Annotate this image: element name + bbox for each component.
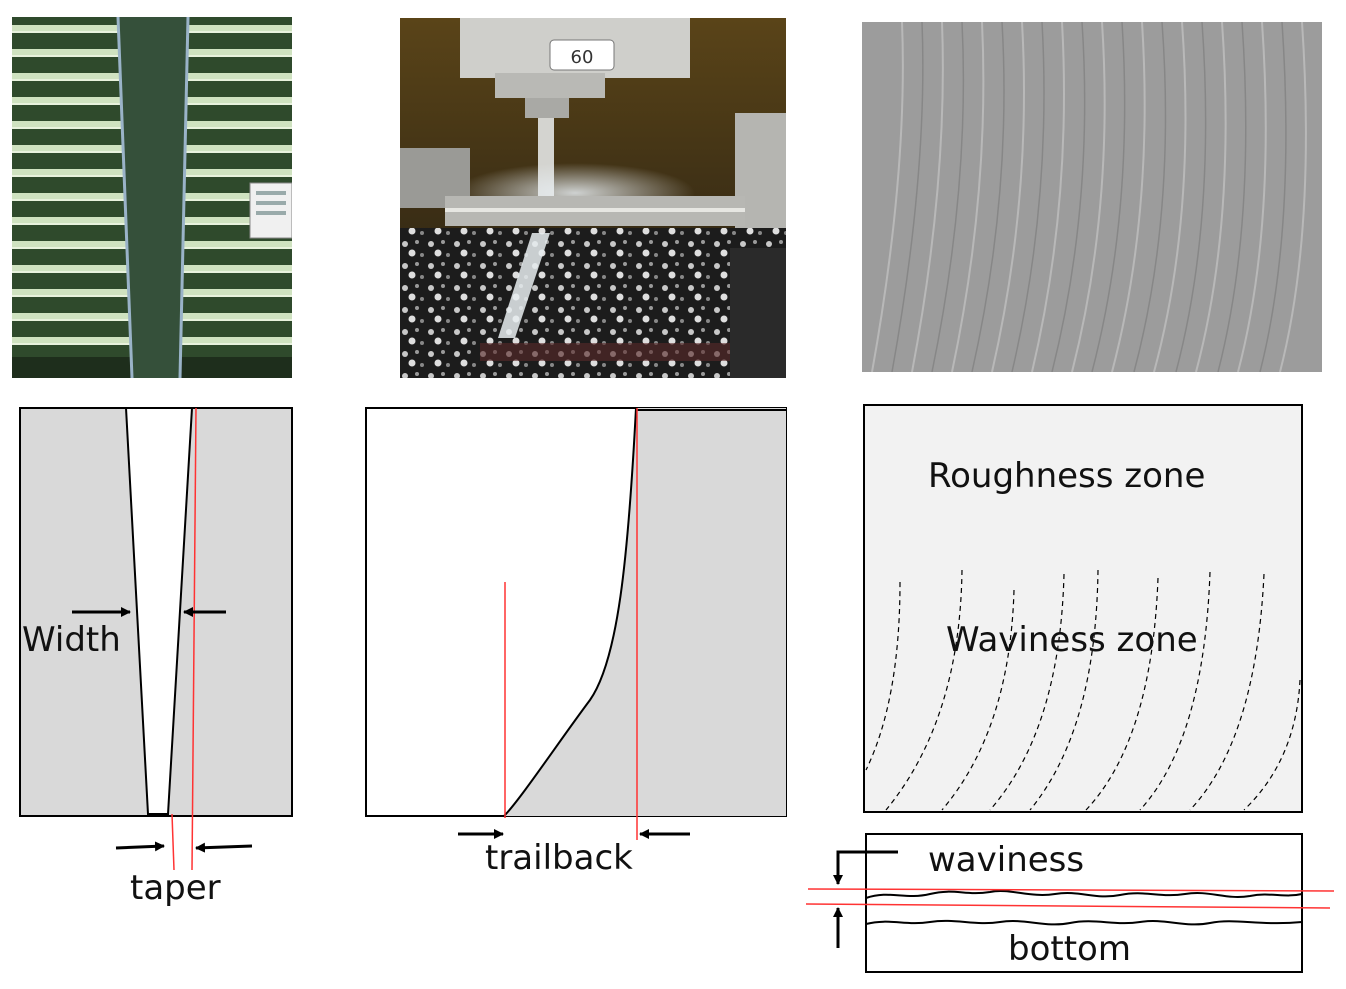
taper-arrow-right xyxy=(195,842,253,853)
trailback-curve xyxy=(503,407,637,817)
striation-lines xyxy=(865,569,1301,811)
waviness-label: waviness xyxy=(928,840,1085,880)
taper-label: taper xyxy=(130,868,221,908)
taper-reference-line xyxy=(191,407,197,871)
waterjet-machine-image: 60 xyxy=(400,18,786,378)
kerf-micrograph-image xyxy=(12,17,292,378)
taper-arrow-left xyxy=(115,841,165,852)
taper-diagram xyxy=(19,407,293,871)
waviness-zone-label: Waviness zone xyxy=(946,620,1198,660)
surface-block xyxy=(863,404,1303,813)
waviness-arrow-down xyxy=(833,850,898,885)
waviness-upper-line xyxy=(807,888,1335,892)
taper-slot-line xyxy=(171,813,175,871)
cut-surface-photo xyxy=(862,22,1322,372)
waviness-profile-diagram xyxy=(805,833,1335,973)
cut-surface-image xyxy=(862,22,1322,372)
trailback-diagram xyxy=(365,407,787,840)
upper-profile-curve xyxy=(865,890,1303,899)
surface-zones-diagram xyxy=(863,404,1303,813)
trailback-label: trailback xyxy=(485,838,633,878)
lower-profile-curve xyxy=(865,919,1303,926)
waviness-lower-line xyxy=(805,903,1331,909)
machine-tag-text: 60 xyxy=(571,47,594,68)
kerf-slot xyxy=(124,407,194,815)
roughness-zone-label: Roughness zone xyxy=(928,456,1206,496)
bottom-label: bottom xyxy=(1008,929,1131,969)
kerf-micrograph-photo xyxy=(12,17,292,378)
profile-box xyxy=(865,833,1303,973)
width-label: Width xyxy=(22,620,121,660)
trailback-material xyxy=(504,408,786,816)
waterjet-machine-photo: 60 xyxy=(400,18,786,378)
